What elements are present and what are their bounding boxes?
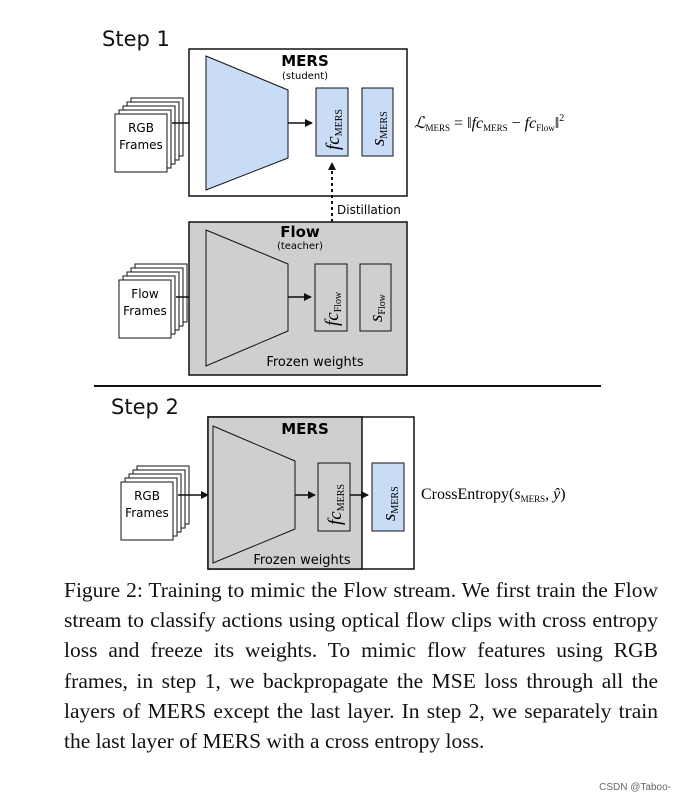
mse-loss-equation: ℒMERS = ‖fcMERS − fcFlow‖2 <box>414 113 564 133</box>
flow-title: Flow <box>280 223 320 241</box>
mers-backbone-trapezoid <box>205 55 289 191</box>
rgb-frames-label: Frames <box>125 506 169 520</box>
fc-mers-label: fcMERS <box>323 109 345 150</box>
s-flow-layer <box>359 263 392 332</box>
rgb-frames-stack-step1: RGB Frames <box>114 97 184 173</box>
flow-frames-label: Flow <box>131 287 159 301</box>
frozen-weights-label: Frozen weights <box>266 355 364 370</box>
fc-flow-label: fcFlow <box>322 291 344 326</box>
distillation-label: Distillation <box>337 203 401 217</box>
flow-backbone-trapezoid <box>205 229 289 367</box>
mers-step2-backbone-trapezoid <box>212 425 296 564</box>
rgb-frames-label: RGB <box>134 489 160 503</box>
mers-subtitle: (student) <box>282 71 328 82</box>
fc-mers-step2-label: fcMERS <box>325 484 347 525</box>
s-flow-label: sFlow <box>366 293 388 322</box>
rgb-frames-label: Frames <box>119 138 163 152</box>
mers-step2-title: MERS <box>281 420 329 438</box>
flow-frames-stack: Flow Frames <box>118 263 188 339</box>
watermark: CSDN @Taboo- <box>599 782 671 793</box>
flow-frames-label: Frames <box>123 304 167 318</box>
s-mers-label: sMERS <box>368 111 390 146</box>
s-mers-step2-layer <box>371 462 405 532</box>
frozen-weights-label: Frozen weights <box>253 553 351 568</box>
step1-label: Step 1 <box>102 27 170 51</box>
figure-caption: Figure 2: Training to mimic the Flow str… <box>64 578 658 754</box>
method-diagram: Step 1 RGB Frames MERS (student) fcMERS … <box>94 27 601 570</box>
flow-subtitle: (teacher) <box>277 241 323 252</box>
cross-entropy-equation: CrossEntropy(sMERS, ŷ) <box>421 486 566 504</box>
s-mers-layer <box>361 87 394 157</box>
s-mers-step2-label: sMERS <box>379 486 401 521</box>
rgb-frames-label: RGB <box>128 121 154 135</box>
fc-flow-layer <box>314 263 348 332</box>
mers-title: MERS <box>281 52 329 70</box>
rgb-frames-stack-step2: RGB Frames <box>120 465 190 541</box>
step2-label: Step 2 <box>111 395 179 419</box>
fc-mers-layer <box>315 87 349 157</box>
fc-mers-step2-layer <box>317 462 351 532</box>
